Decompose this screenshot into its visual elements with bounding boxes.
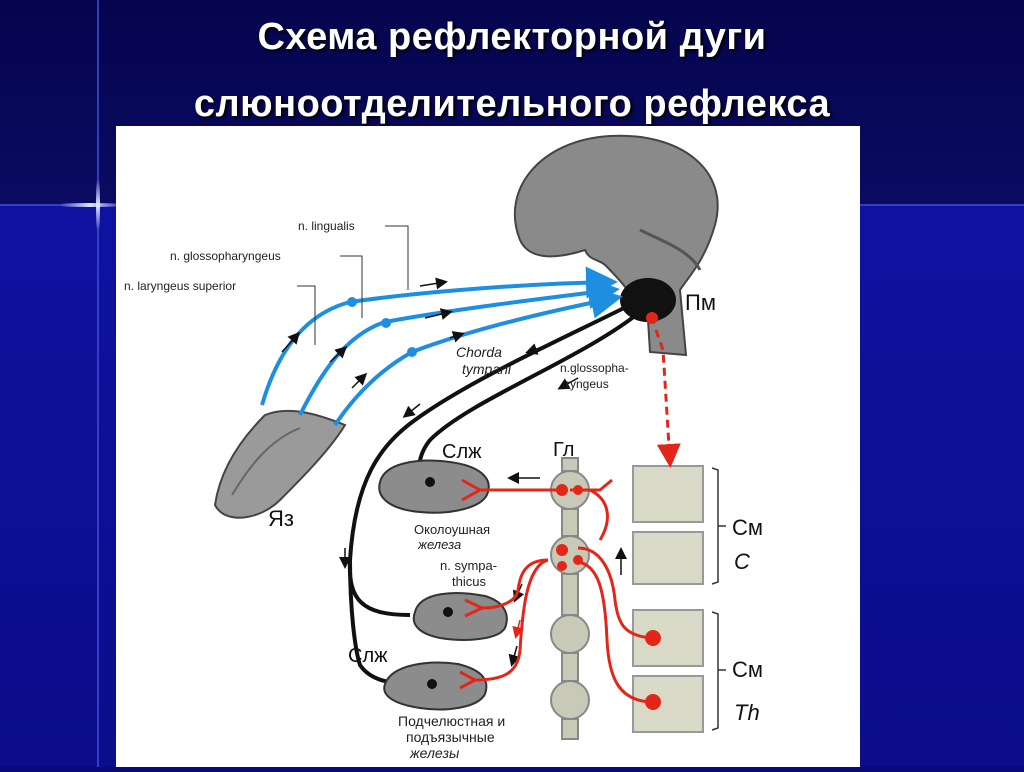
label-leaders — [297, 225, 409, 345]
diagram-labels: n. lingualis n. glossopharyngeus n. lary… — [124, 219, 763, 761]
label-okol-1: Околоушная — [414, 522, 490, 537]
label-th: Th — [734, 700, 760, 725]
label-n-laryngeus-superior: n. laryngeus superior — [124, 279, 236, 293]
afferent-nerves — [260, 266, 623, 427]
label-gl: Гл — [553, 439, 574, 461]
label-podch-1: Подчелюстная и — [398, 713, 505, 729]
label-okol-2: железа — [417, 537, 461, 552]
light-glint-vertical — [96, 180, 100, 230]
label-sm-th: См — [732, 657, 763, 682]
slide-title-line-1: Схема рефлекторной дуги — [257, 16, 767, 58]
red-arrows — [512, 619, 525, 639]
gland-terminals — [425, 477, 453, 689]
glands — [378, 459, 508, 711]
label-n-glossopharyngeus: n. glossopharyngeus — [170, 249, 281, 263]
label-sm-c: См — [732, 515, 763, 540]
segment-brackets — [711, 467, 726, 731]
diagram-panel: n. lingualis n. glossopharyngeus n. lary… — [116, 126, 860, 767]
label-ryngeus: ryngeus — [566, 377, 609, 391]
label-thicus: thicus — [452, 574, 486, 589]
label-c: C — [734, 549, 750, 574]
sympathetic-neurons — [556, 484, 661, 710]
tongue-drawing — [213, 409, 347, 519]
spinal-segments — [632, 465, 704, 733]
reflex-arc-diagram: n. lingualis n. glossopharyngeus n. lary… — [124, 134, 763, 761]
label-glossopha: n.glossopha- — [560, 361, 629, 375]
direction-arrows — [281, 277, 627, 667]
light-glint — [60, 203, 120, 207]
label-yaz: Яз — [268, 506, 294, 531]
label-podch-2: подъязычные — [406, 729, 495, 745]
label-podch-3: железы — [409, 745, 460, 761]
brain-stem-drawing — [514, 134, 719, 357]
label-chorda: Chorda — [456, 344, 502, 360]
label-slzh-top: Слж — [442, 441, 482, 463]
label-n-lingualis: n. lingualis — [298, 219, 355, 233]
receptor-marks — [347, 297, 417, 357]
label-pm: Пм — [685, 290, 716, 315]
slide-title-line-2: слюноотделительного рефлекса — [193, 83, 831, 125]
label-slzh-bottom: Слж — [348, 645, 388, 667]
background-vertical-line — [97, 0, 99, 767]
label-tympani: tympani — [462, 361, 512, 377]
sympathetic-ganglia — [550, 457, 590, 740]
label-sympa: n. sympa- — [440, 558, 497, 573]
